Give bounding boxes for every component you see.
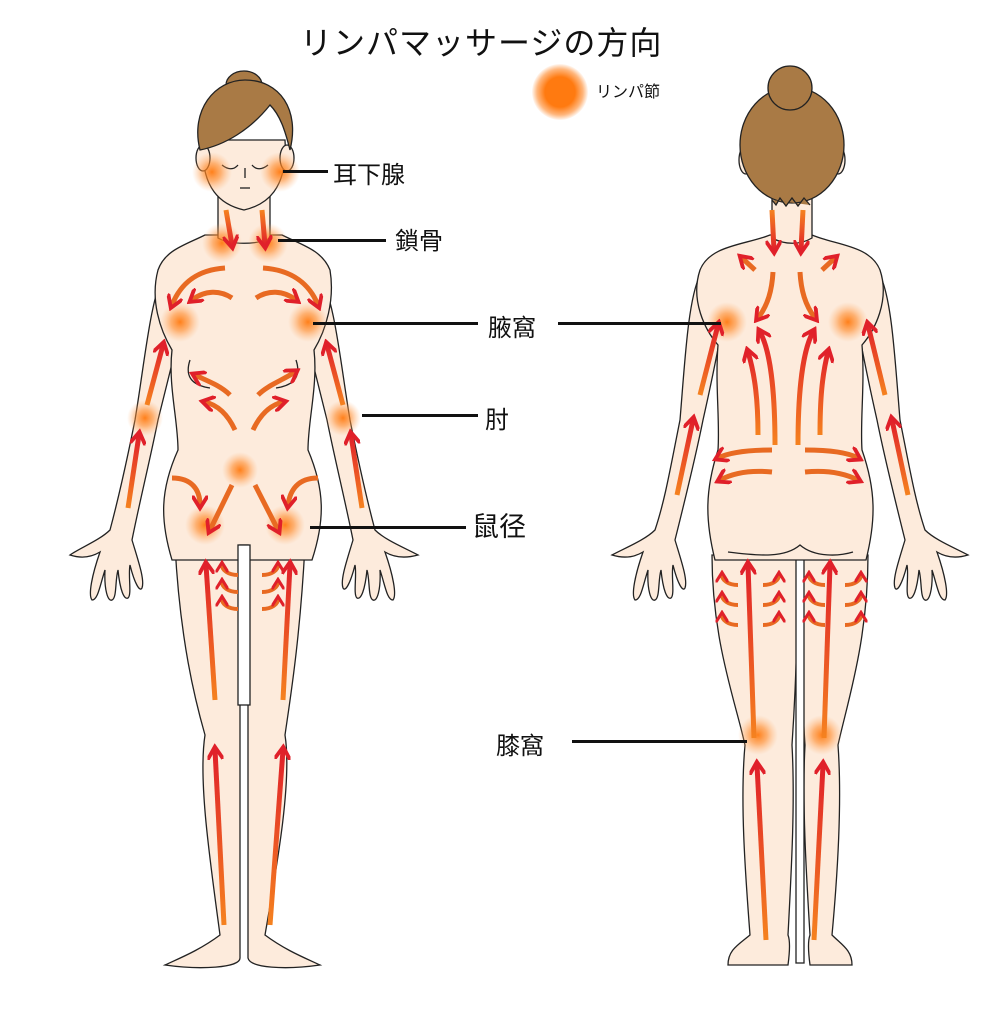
back-massage-arrows (674, 209, 911, 941)
legend-label: リンパ節 (596, 82, 661, 101)
front-body-figure (68, 70, 420, 969)
axilla-leader-line-left (313, 322, 478, 325)
label-elbow: 肘 (485, 406, 509, 434)
back-body-figure (610, 65, 970, 966)
parotid-leader-line (283, 170, 328, 173)
label-parotid: 耳下腺 (333, 161, 405, 189)
label-clavicle: 鎖骨 (395, 227, 443, 255)
groin-leader-line (310, 526, 466, 529)
label-axilla: 腋窩 (488, 314, 536, 342)
popliteal-leader-line (572, 740, 747, 743)
label-groin: 鼠径 (472, 512, 526, 543)
legend: リンパ節 (532, 64, 660, 120)
clavicle-leader-line (278, 239, 386, 242)
axilla-leader-line-right (558, 322, 721, 325)
front-massage-arrows (125, 209, 365, 926)
diagram-title: リンパマッサージの方向 (300, 24, 663, 62)
elbow-leader-line (362, 414, 478, 417)
label-popliteal: 膝窩 (496, 732, 544, 760)
lymph-node-dot-icon (532, 64, 588, 120)
